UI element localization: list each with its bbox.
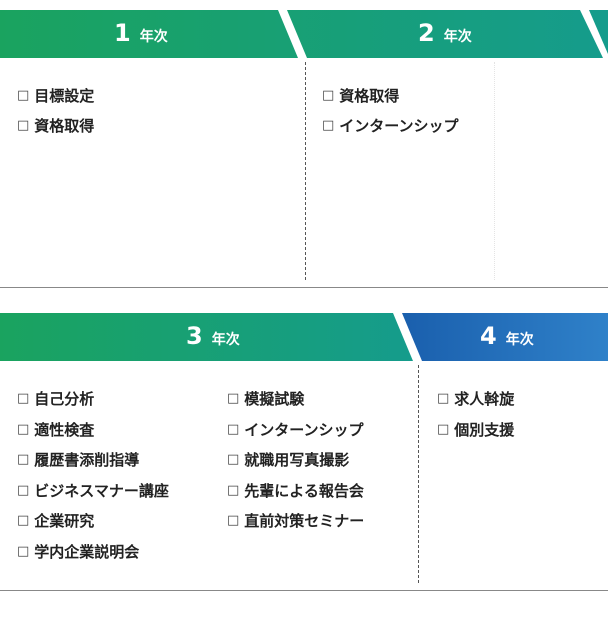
item-label: 履歴書添削指導 [34, 451, 140, 469]
checkbox-icon: □ [322, 118, 335, 133]
column-divider-faint [494, 62, 495, 280]
year-1-number: 1 [114, 19, 132, 47]
year-3-suffix: 年次 [211, 332, 240, 348]
checkbox-icon: □ [17, 88, 30, 103]
checkbox-icon: □ [227, 391, 240, 406]
checkbox-icon: □ [437, 422, 450, 437]
checkbox-icon: □ [17, 118, 30, 133]
item-label: 資格取得 [34, 117, 95, 135]
item-label: 個別支援 [454, 421, 515, 439]
checkbox-icon: □ [437, 391, 450, 406]
year-2-suffix: 年次 [443, 29, 472, 45]
item-label: 求人斡旋 [454, 390, 515, 408]
year-1-title: 1 年次 [114, 19, 168, 47]
bottom-year-banner [0, 313, 608, 361]
checkbox-icon: □ [227, 422, 240, 437]
item-label: ビジネスマナー講座 [34, 482, 169, 500]
item-label: 資格取得 [339, 87, 400, 105]
checkbox-icon: □ [322, 88, 335, 103]
year-3-item: □ 直前対策セミナー [227, 510, 364, 531]
section-divider [0, 590, 608, 591]
column-divider [305, 62, 306, 280]
year-4-item: □ 求人斡旋 [437, 388, 514, 409]
year-4-number: 4 [480, 322, 498, 350]
item-label: 目標設定 [34, 87, 95, 105]
checkbox-icon: □ [17, 452, 30, 467]
item-label: インターンシップ [244, 421, 364, 439]
checkbox-icon: □ [17, 422, 30, 437]
year-2-title: 2 年次 [418, 19, 472, 47]
checkbox-icon: □ [227, 513, 240, 528]
year-3-item: □ 学内企業説明会 [17, 541, 139, 562]
year-3-item: □ 履歴書添削指導 [17, 449, 139, 470]
checkbox-icon: □ [227, 452, 240, 467]
year-3-item: □ 先輩による報告会 [227, 480, 364, 501]
item-label: 学内企業説明会 [34, 543, 140, 561]
chevron-divider-icon [580, 10, 608, 58]
item-label: 模擬試験 [244, 390, 305, 408]
year-3-item: □ 企業研究 [17, 510, 94, 531]
year-3-item: □ 自己分析 [17, 388, 94, 409]
year-1-item: □ 目標設定 [17, 85, 94, 106]
year-4-title: 4 年次 [480, 322, 534, 350]
section-divider [0, 287, 608, 288]
chevron-divider-icon [278, 10, 307, 58]
year-3-title: 3 年次 [186, 322, 240, 350]
year-1-item: □ 資格取得 [17, 115, 94, 136]
year-3-item: □ インターンシップ [227, 419, 364, 440]
year-1-suffix: 年次 [139, 29, 168, 45]
year-4-item: □ 個別支援 [437, 419, 514, 440]
top-year-banner [0, 10, 608, 58]
item-label: 直前対策セミナー [244, 512, 365, 530]
item-label: 自己分析 [34, 390, 95, 408]
checkbox-icon: □ [17, 391, 30, 406]
year-2-number: 2 [418, 19, 436, 47]
year-4-suffix: 年次 [505, 332, 534, 348]
year-3-item: □ 適性検査 [17, 419, 94, 440]
year-3-item: □ 就職用写真撮影 [227, 449, 349, 470]
year-3-item: □ ビジネスマナー講座 [17, 480, 169, 501]
checkbox-icon: □ [17, 483, 30, 498]
year-2-item: □ 資格取得 [322, 85, 399, 106]
year-2-item: □ インターンシップ [322, 115, 459, 136]
item-label: 企業研究 [34, 512, 95, 530]
year-3-number: 3 [186, 322, 204, 350]
column-divider [418, 365, 419, 583]
item-label: 適性検査 [34, 421, 95, 439]
checkbox-icon: □ [17, 513, 30, 528]
item-label: インターンシップ [339, 117, 459, 135]
year-3-item: □ 模擬試験 [227, 388, 304, 409]
item-label: 就職用写真撮影 [244, 451, 350, 469]
checkbox-icon: □ [17, 544, 30, 559]
checkbox-icon: □ [227, 483, 240, 498]
item-label: 先輩による報告会 [244, 482, 364, 500]
